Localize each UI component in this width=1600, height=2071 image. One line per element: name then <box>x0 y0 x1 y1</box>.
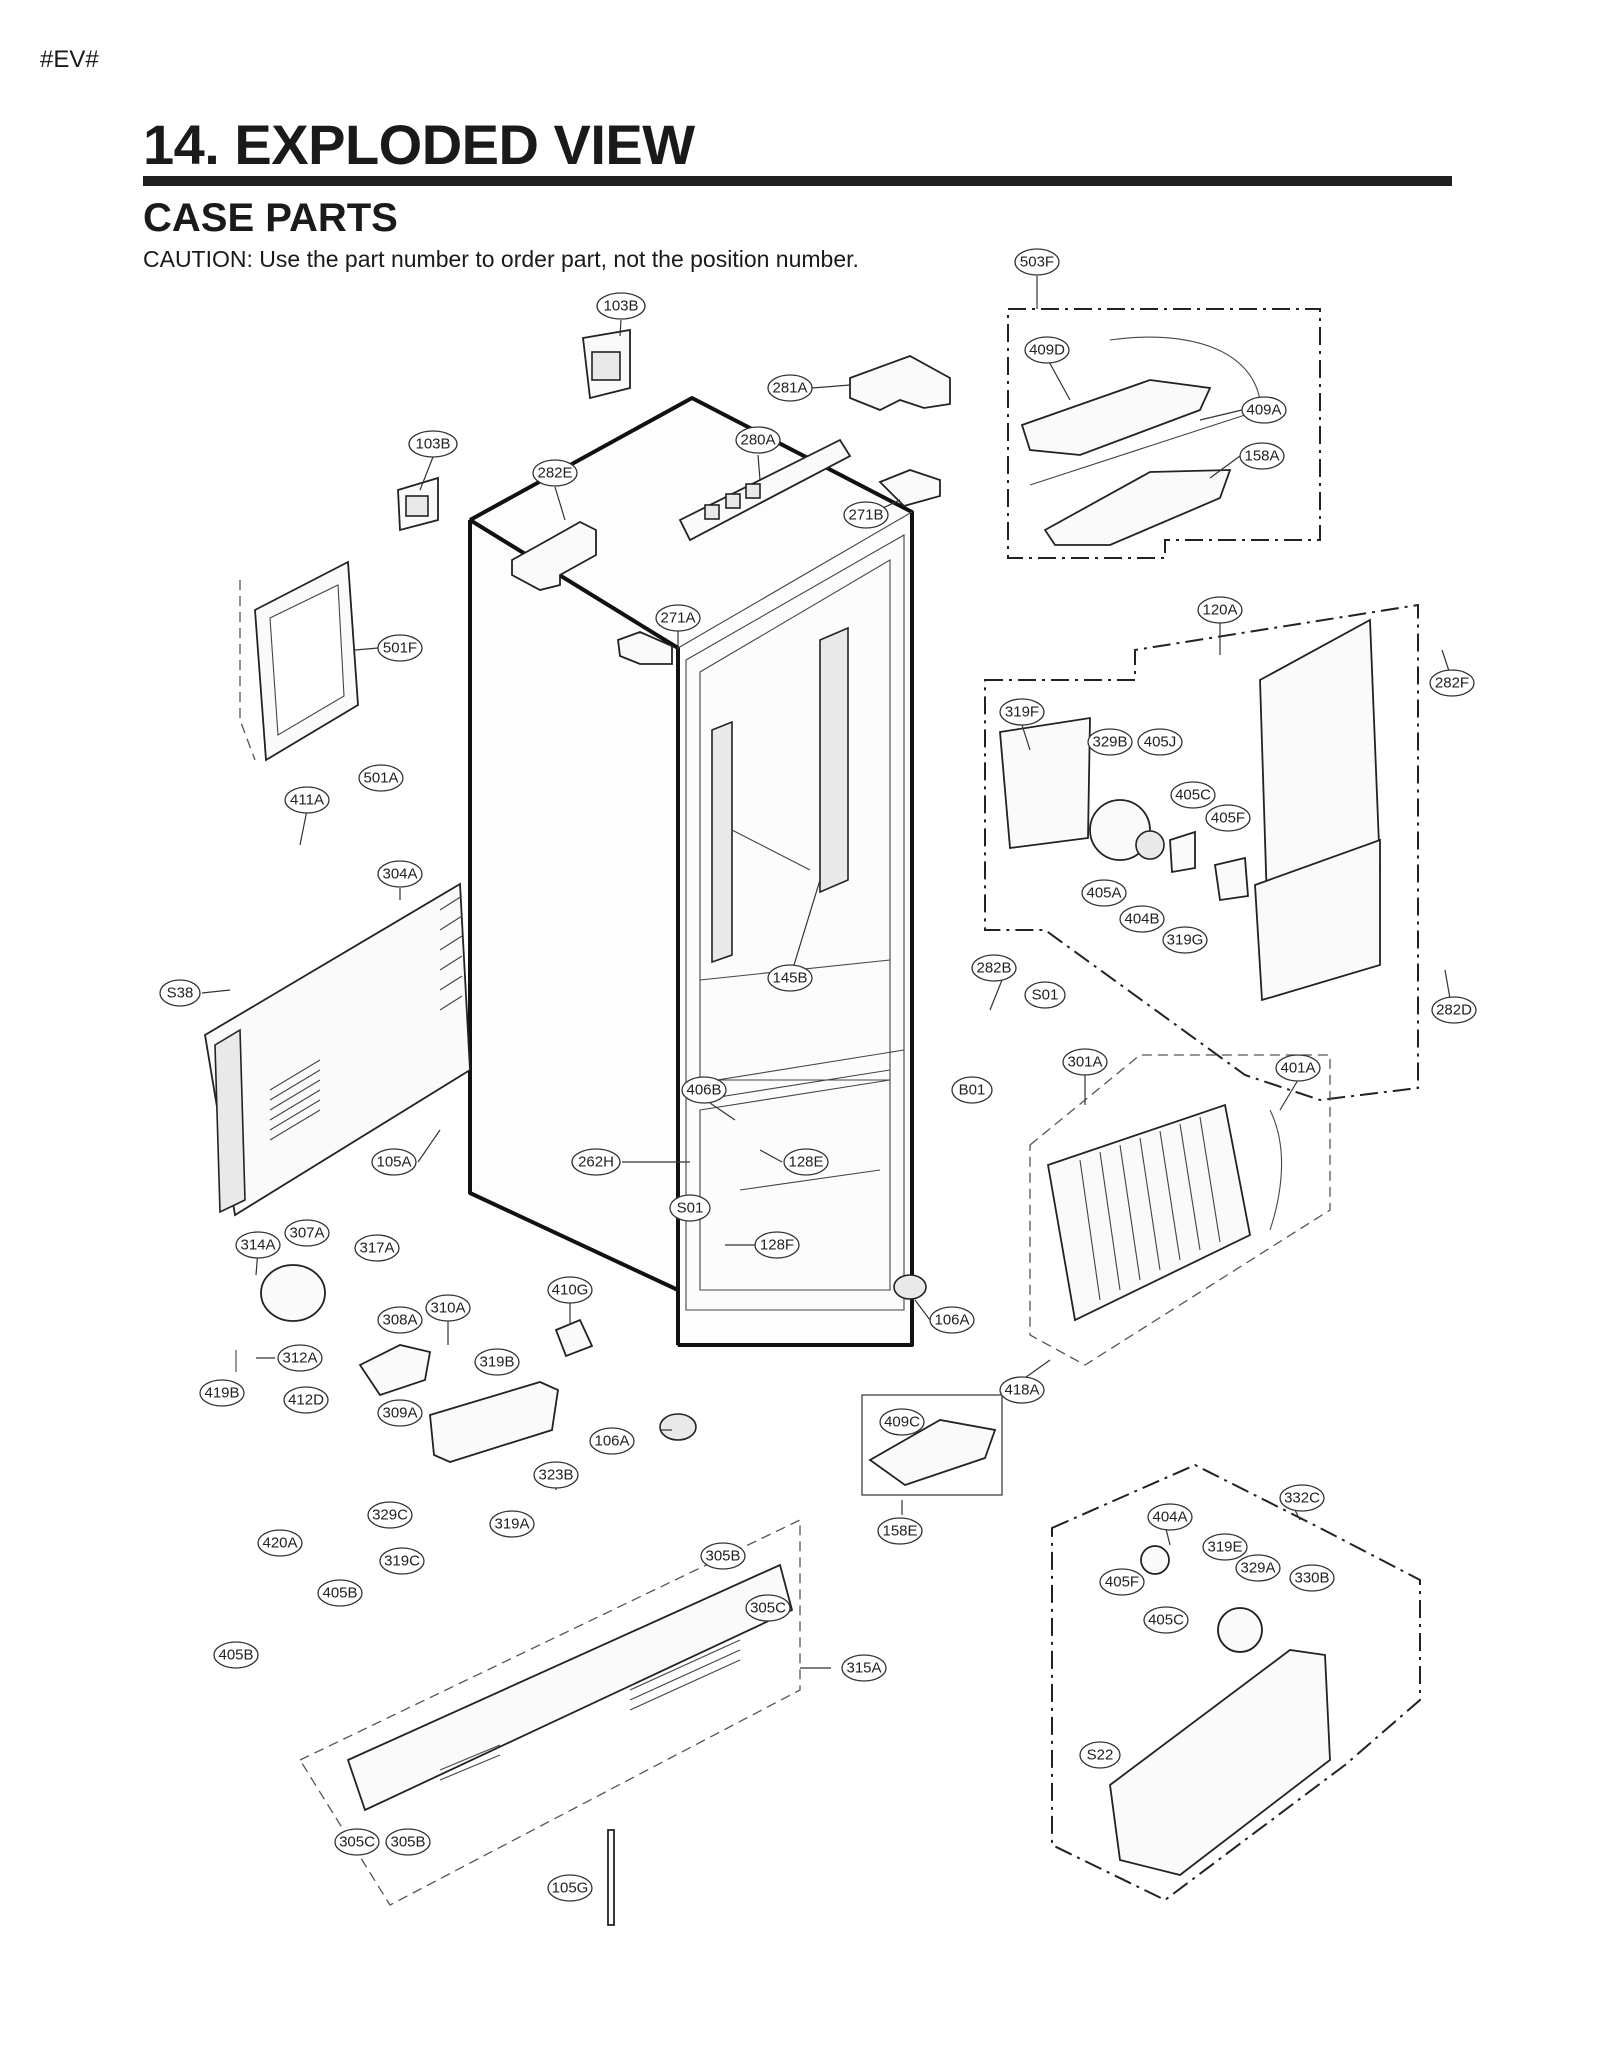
callout-label: 501F <box>383 640 417 657</box>
callout-label: 310A <box>430 1300 465 1317</box>
callout-label: 282E <box>537 465 572 482</box>
base-plate-315a <box>299 1518 801 1926</box>
callout-label: 314A <box>240 1237 275 1254</box>
title-rule <box>143 176 1452 186</box>
callout-label: S38 <box>167 985 194 1002</box>
callout-label: 405A <box>1086 885 1121 902</box>
group-503f <box>1007 308 1321 559</box>
callout-label: 280A <box>740 432 775 449</box>
caution-note: CAUTION: Use the part number to order pa… <box>143 246 859 272</box>
callout-label: 409D <box>1029 342 1065 359</box>
section-title: CASE PARTS <box>143 196 398 240</box>
callout-labels: 503F 409D 409A 158A 103B 281A 280A 103B … <box>159 248 1477 1902</box>
callout-label: 405J <box>1144 734 1177 751</box>
callout-label: 405B <box>218 1647 253 1664</box>
callout-label: 404A <box>1152 1509 1187 1526</box>
callout-label: 158E <box>882 1523 917 1540</box>
callout-label: B01 <box>959 1082 986 1099</box>
cabinet <box>468 396 914 1347</box>
back-panel-304a <box>204 882 471 1217</box>
top-parts <box>397 328 951 665</box>
callout-label: 304A <box>382 866 417 883</box>
callout-label: 319E <box>1207 1539 1242 1556</box>
callout-label: 120A <box>1202 602 1237 619</box>
callout-label: 401A <box>1280 1060 1315 1077</box>
callout-label: 145B <box>772 970 807 987</box>
callout-label: 329C <box>372 1507 408 1524</box>
callout-label: 503F <box>1020 254 1054 271</box>
callout-label: 405C <box>1148 1612 1184 1629</box>
group-120a <box>984 603 1419 1102</box>
callout-label: 332C <box>1284 1490 1320 1507</box>
callout-label: 405F <box>1211 810 1245 827</box>
callout-label: 282D <box>1436 1002 1472 1019</box>
callout-label: 406B <box>686 1082 721 1099</box>
callout-label: 315A <box>846 1660 881 1677</box>
callout-label: 305C <box>750 1600 786 1617</box>
callout-label: 271A <box>660 610 695 627</box>
callout-label: 312A <box>282 1350 317 1367</box>
callout-label: 405C <box>1175 787 1211 804</box>
callout-label: 103B <box>415 436 450 453</box>
group-332c <box>1051 1463 1421 1902</box>
callout-label: S01 <box>1032 987 1059 1004</box>
callout-label: 319C <box>384 1553 420 1570</box>
leg-106a-rear <box>893 1274 927 1300</box>
callout-label: 307A <box>289 1225 324 1242</box>
callout-label: 501A <box>363 770 398 787</box>
callout-label: 271B <box>848 507 883 524</box>
callout-label: 409C <box>884 1414 920 1431</box>
callout-label: 128F <box>760 1237 794 1254</box>
callout-label: 405B <box>322 1585 357 1602</box>
callout-label: 420A <box>262 1535 297 1552</box>
callout-label: 305B <box>705 1548 740 1565</box>
callout-label: 158A <box>1244 448 1279 465</box>
callout-label: 106A <box>934 1312 969 1329</box>
callout-label: 319A <box>494 1516 529 1533</box>
callout-label: 103B <box>603 298 638 315</box>
callout-label: 308A <box>382 1312 417 1329</box>
callout-label: S22 <box>1087 1747 1114 1764</box>
group-301a <box>1029 1054 1331 1366</box>
callout-label: 317A <box>359 1240 394 1257</box>
callout-label: 411A <box>290 792 324 809</box>
compressor-group <box>235 1264 594 1463</box>
callout-label: 305C <box>339 1834 375 1851</box>
callout-label: 128E <box>788 1154 823 1171</box>
callout-label: 319B <box>479 1354 514 1371</box>
callout-label: 329A <box>1240 1560 1275 1577</box>
leg-106a-front <box>659 1413 697 1441</box>
page-title: 14. EXPLODED VIEW <box>143 113 695 176</box>
callout-label: 262H <box>578 1154 614 1171</box>
callout-label: 404B <box>1124 911 1159 928</box>
callout-label: 412D <box>288 1392 324 1409</box>
callout-label: 319G <box>1167 932 1204 949</box>
callout-label: 329B <box>1092 734 1127 751</box>
callout-label: 330B <box>1294 1570 1329 1587</box>
document-code: #EV# <box>40 46 99 73</box>
callout-label: 405F <box>1105 1574 1139 1591</box>
callout-label: 409A <box>1246 402 1281 419</box>
callout-label: 305B <box>390 1834 425 1851</box>
callout-label: 281A <box>772 380 807 397</box>
callout-label: 418A <box>1004 1382 1039 1399</box>
callout-label: 105G <box>552 1880 589 1897</box>
callout-label: 319F <box>1005 704 1039 721</box>
callout-label: 105A <box>376 1154 411 1171</box>
callout-label: 106A <box>594 1433 629 1450</box>
callout-label: 309A <box>382 1405 417 1422</box>
group-409c <box>861 1394 1003 1496</box>
callout-label: S01 <box>677 1200 704 1217</box>
frame-501f <box>239 560 359 762</box>
callout-label: 301A <box>1067 1054 1102 1071</box>
callout-label: 282F <box>1435 675 1469 692</box>
callout-label: 323B <box>538 1467 573 1484</box>
callout-label: 410G <box>552 1282 589 1299</box>
callout-label: 282B <box>976 960 1011 977</box>
callout-label: 419B <box>204 1385 239 1402</box>
